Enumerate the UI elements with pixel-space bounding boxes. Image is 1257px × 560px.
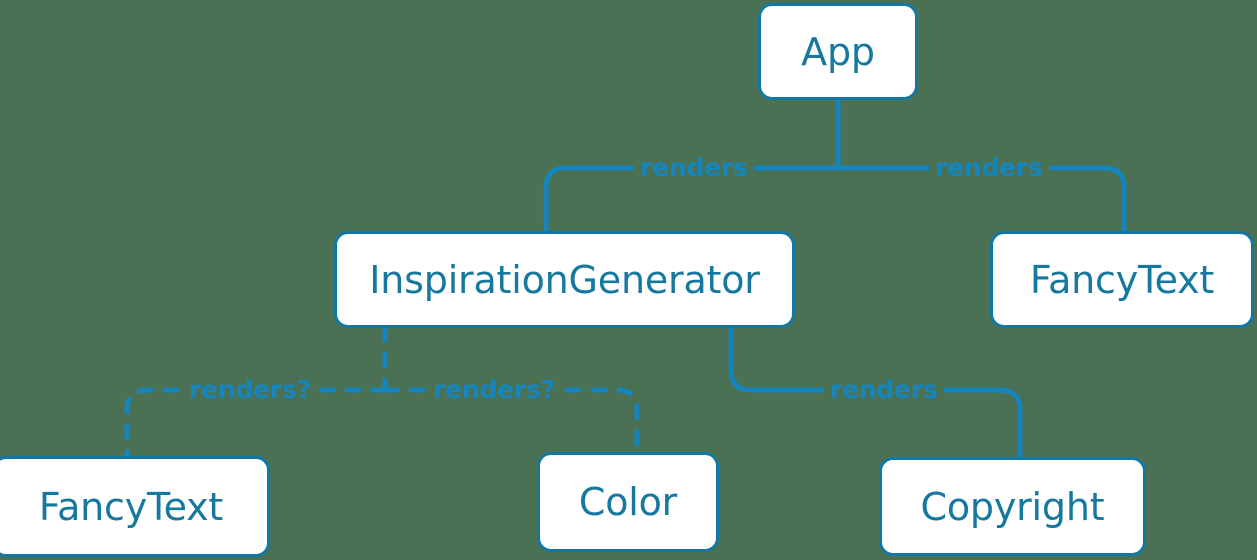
node-app[interactable]: App [758, 3, 918, 100]
edge-label-inspiration-generator-to-copyright: renders [824, 375, 944, 405]
node-copyright[interactable]: Copyright [879, 457, 1146, 556]
node-fancy-text-top[interactable]: FancyText [990, 231, 1254, 328]
node-inspiration-generator[interactable]: InspirationGenerator [334, 231, 795, 328]
edge-inspiration-generator-to-color [382, 387, 640, 459]
edge-label-app-to-inspiration-generator: renders [634, 153, 754, 183]
edge-label-inspiration-generator-to-color: renders? [427, 375, 562, 405]
edge-label-inspiration-generator-to-fancy-text-bottom: renders? [183, 375, 318, 405]
edge-inspiration-generator-to-fancy-text-bottom [124, 387, 388, 459]
edge-app-to-fancy-text-top [835, 165, 1127, 234]
edge-app-to-inspiration-generator [543, 165, 841, 234]
edge-label-app-to-fancy-text-top: renders [929, 153, 1049, 183]
node-fancy-text-bottom[interactable]: FancyText [0, 456, 270, 557]
node-color[interactable]: Color [537, 452, 719, 552]
